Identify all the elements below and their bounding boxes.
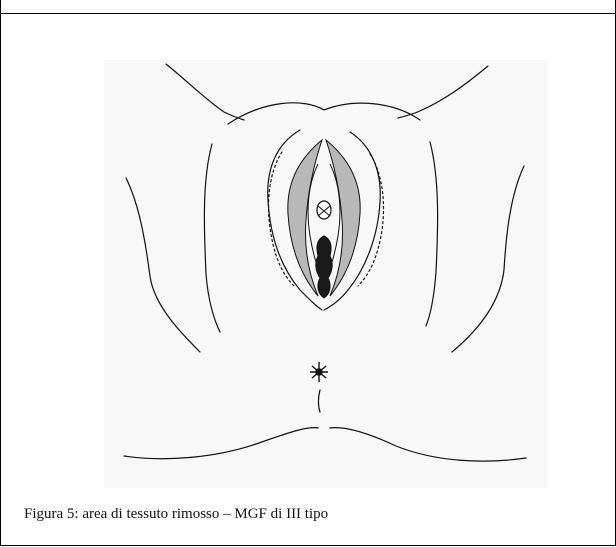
figure-caption: Figura 5: area di tessuto rimosso – MGF … <box>24 506 328 523</box>
upper-right-thigh-line <box>398 66 488 118</box>
lower-right-buttock <box>330 428 526 461</box>
anatomical-illustration <box>104 60 548 488</box>
upper-left-thigh-line <box>166 64 244 120</box>
top-rule <box>0 13 616 14</box>
left-body-line <box>204 144 220 332</box>
lower-left-buttock <box>124 428 318 459</box>
right-dotted-contour <box>358 154 384 286</box>
upper-marker <box>317 201 331 219</box>
mons-curve <box>228 103 420 124</box>
dark-tissue-mass <box>316 236 332 298</box>
perineum-line <box>319 390 321 412</box>
anus-mark <box>310 362 328 382</box>
right-body-line <box>426 142 438 326</box>
illustration-svg <box>104 60 548 488</box>
left-thigh-crease <box>126 178 200 352</box>
right-thigh-crease <box>452 166 524 352</box>
